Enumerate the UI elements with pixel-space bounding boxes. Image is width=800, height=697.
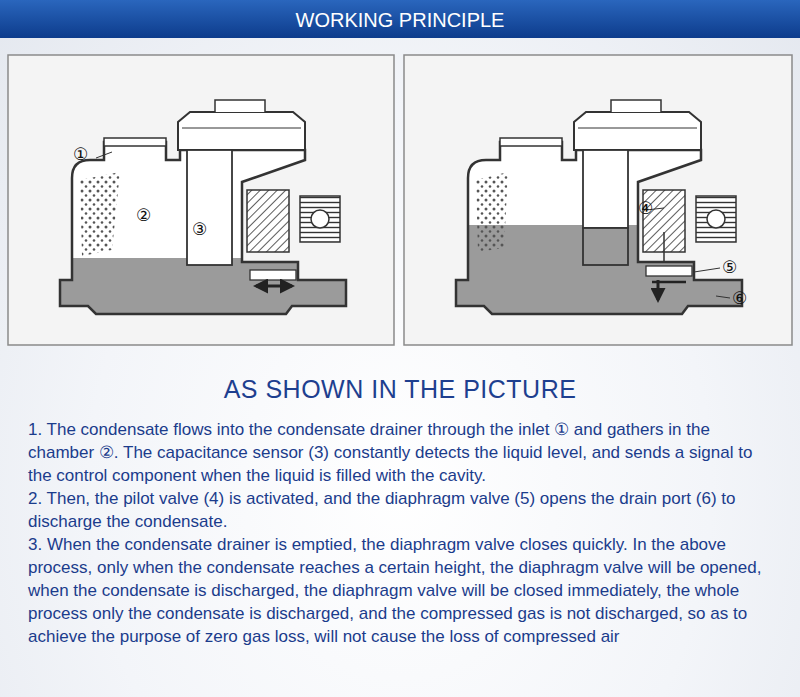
drainer-figure: [396, 100, 796, 335]
callout-number: ④: [638, 200, 653, 217]
callout-number: ⑥: [732, 290, 747, 307]
callout-number: ③: [192, 221, 207, 238]
note-paragraph: 1. The condensate flows into the condens…: [28, 418, 780, 487]
drainer-figure: [0, 100, 400, 338]
callout-number: ①: [73, 146, 88, 163]
callout-number: ⑤: [722, 259, 737, 276]
callout-number: ②: [136, 207, 151, 224]
note-paragraph: 3. When the condensate drainer is emptie…: [28, 533, 780, 648]
title-banner: [0, 0, 800, 38]
banner-title: WORKING PRINCIPLE: [0, 9, 800, 32]
note-paragraph: 2. Then, the pilot valve (4) is activate…: [28, 487, 780, 533]
section-heading: AS SHOWN IN THE PICTURE: [0, 375, 800, 404]
